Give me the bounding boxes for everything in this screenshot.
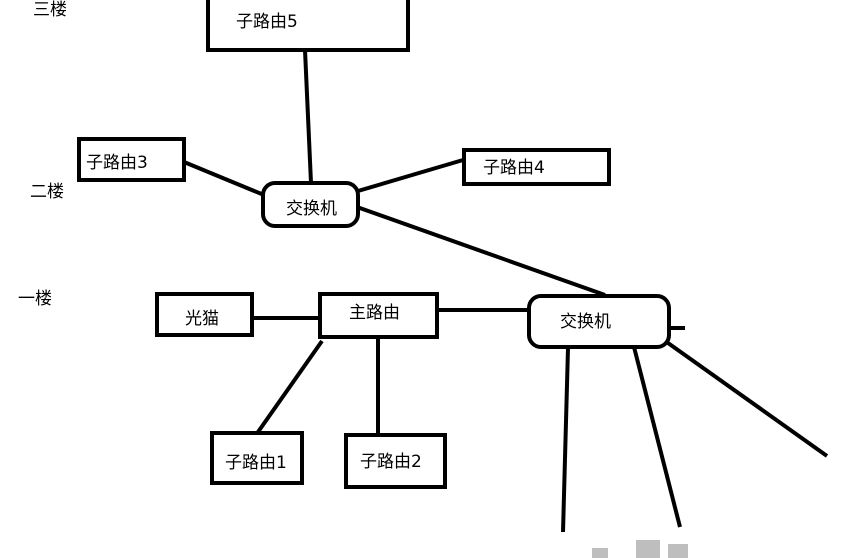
floor-label-second: 二楼 (30, 182, 64, 202)
link-switch1f-down-1 (561, 347, 570, 533)
floor-label-third: 三楼 (33, 0, 67, 20)
link-router4-switch2f (357, 158, 464, 193)
node-main-router-box (318, 292, 439, 339)
link-switch1f-down-3 (666, 341, 829, 458)
node-switch-2f-label: 交换机 (286, 199, 337, 219)
node-optical-modem-label: 光猫 (185, 309, 219, 329)
node-optical-modem-box (155, 292, 254, 337)
link-router3-switch2f (183, 160, 265, 197)
node-sub-router-2-box (344, 433, 447, 489)
floor-label-first: 一楼 (18, 289, 52, 309)
node-sub-router-5-label: 子路由5 (236, 12, 298, 32)
node-sub-router-1-label: 子路由1 (225, 453, 287, 473)
link-mainrouter-router1 (256, 339, 324, 434)
node-sub-router-3-box (77, 137, 186, 182)
node-switch-1f-label: 交换机 (560, 312, 611, 332)
link-switch1f-down-2 (632, 346, 682, 528)
link-router5-switch2f (303, 49, 313, 184)
faded-edge-artifact (592, 540, 688, 558)
node-sub-router-4-box (462, 148, 611, 186)
node-sub-router-4-label: 子路由4 (483, 158, 545, 178)
node-switch-2f-box (261, 181, 360, 228)
node-sub-router-2-label: 子路由2 (360, 452, 422, 472)
node-sub-router-5-box (206, 0, 410, 52)
node-main-router-label: 主路由 (349, 303, 400, 323)
node-sub-router-3-label: 子路由3 (86, 153, 148, 173)
link-switch2f-switch1f (356, 205, 606, 297)
node-switch-1f-box (527, 294, 671, 349)
node-sub-router-1-box (210, 431, 304, 485)
